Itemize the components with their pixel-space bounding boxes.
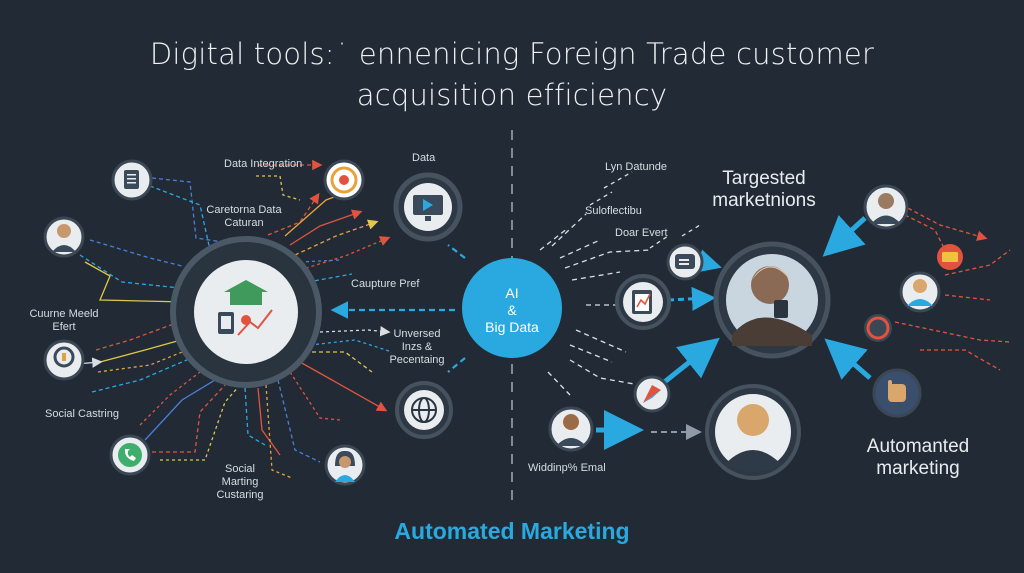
customer-photo-node — [713, 241, 831, 359]
man-avatar-node-right — [863, 184, 909, 230]
folder-icon-node — [937, 244, 963, 270]
ai-hub-line3: Big Data — [485, 319, 539, 335]
page-title-line1: Digital tools:˙ ennenicing Foreign Trade… — [149, 37, 875, 71]
right-connectors — [539, 171, 1011, 440]
man-avatar-node-small — [548, 406, 594, 452]
ai-big-data-hub — [462, 258, 562, 358]
left-hub — [170, 236, 322, 388]
label-targeted-line2: marketnions — [712, 190, 816, 211]
label-customer-meeting-line2: Efert — [52, 321, 76, 333]
hand-icon-node — [872, 368, 922, 418]
phone-icon-node — [109, 434, 151, 476]
label-data-integration: Data Integration — [224, 158, 303, 170]
megaphone-icon-node — [864, 314, 892, 342]
label-customer-data: Caretorna Data Caturan — [196, 204, 292, 230]
arrow-compass-to-customer — [660, 337, 720, 386]
label-lyn-datunde: Lyn Datunde — [605, 161, 667, 173]
ai-hub-line2: & — [507, 302, 517, 318]
compass-icon-node — [633, 375, 671, 413]
label-social-casting: Social Castring — [45, 408, 119, 420]
arrow-man-to-target — [822, 214, 867, 257]
chat-icon-node — [666, 243, 704, 281]
label-unversed-line3: Pecentaing — [389, 354, 445, 366]
ai-hub-label: AI & Big Data — [467, 285, 557, 336]
page-title-line2: acquisition efficiency — [356, 78, 668, 112]
label-doar-evert: Doar Evert — [615, 227, 668, 239]
person-icon-node — [43, 216, 85, 258]
doctor-avatar-node — [899, 271, 941, 313]
label-social-line1: Social — [225, 463, 255, 475]
label-targeted-line1: Targested — [722, 168, 806, 189]
label-social-line2: Marting — [221, 476, 259, 488]
label-capture-pref: Caupture Pref — [351, 278, 420, 290]
target-icon-node — [323, 159, 365, 201]
clipboard-icon-node — [615, 274, 671, 330]
label-unversed-line1: Unversed — [393, 328, 441, 340]
badge-icon-node — [43, 339, 85, 381]
label-automated-line1: Automanted — [866, 436, 970, 457]
left-connectors — [75, 159, 393, 479]
arrow-chat-to-customer — [695, 249, 722, 273]
label-customer-meeting-line1: Cuurne Meeld — [29, 308, 99, 320]
arrow-hand-to-customer — [824, 338, 872, 380]
label-data: Data — [412, 152, 436, 164]
label-customer-meeting: Cuurne Meeld Efert — [14, 308, 114, 334]
footer-title: Automated Marketing — [394, 518, 630, 544]
label-customer-data-line1: Caretorna Data — [206, 204, 282, 216]
label-unversed: Unversed Inzs & Pecentaing — [372, 328, 462, 367]
label-automated-marketing-right: Automanted marketing — [852, 436, 984, 480]
hub-dash-bottom-left — [447, 357, 466, 373]
label-social-line3: Custaring — [216, 489, 264, 501]
arrow-clipboard-to-customer — [667, 286, 716, 311]
person-avatar-node-big — [705, 384, 801, 480]
label-unversed-line2: Inzs & — [401, 341, 433, 353]
ai-hub-line1: AI — [505, 285, 519, 301]
globe-icon-node — [395, 381, 453, 439]
monitor-icon-node — [393, 172, 463, 242]
label-customer-data-line2: Caturan — [224, 217, 264, 229]
label-webinar-email: Widdinp% Emal — [528, 462, 606, 474]
document-icon-node — [111, 159, 153, 201]
house-chart-icon — [224, 280, 268, 305]
label-suloflectibu: Suloflectibu — [585, 205, 642, 217]
hub-dash-top-left — [447, 244, 466, 259]
label-targeted-marketing: Targested marketnions — [700, 168, 828, 212]
woman-avatar-node — [324, 444, 366, 486]
label-social-marketing: Social Marting Custaring — [200, 463, 280, 502]
label-automated-line2: marketing — [876, 458, 960, 479]
